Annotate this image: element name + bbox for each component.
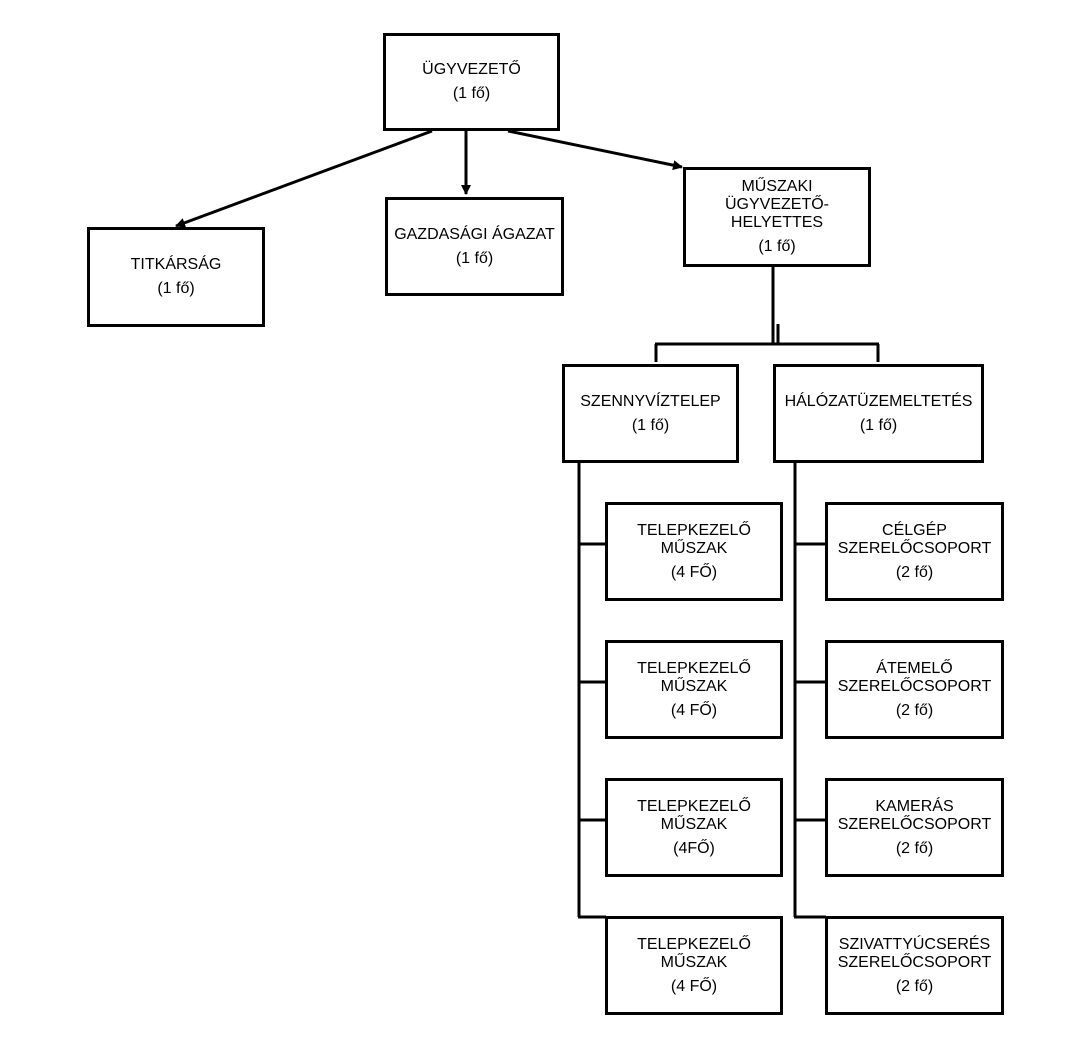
node-label-line: KAMERÁS <box>875 797 954 815</box>
node-szennyviztelep: SZENNYVÍZTELEP (1 fő) <box>562 364 739 463</box>
node-headcount: (2 fő) <box>895 563 934 581</box>
node-headcount: (1 fő) <box>758 238 796 255</box>
node-label-line: TITKÁRSÁG <box>130 256 222 273</box>
node-gazdasagi-agazat: GAZDASÁGI ÁGAZAT (1 fő) <box>385 197 564 296</box>
node-label-line: ÜGYVEZETŐ- <box>724 196 829 213</box>
node-label-line: SZERELŐCSOPORT <box>837 539 992 557</box>
node-label-line: GAZDASÁGI ÁGAZAT <box>394 225 555 243</box>
node-label-line: TELEPKEZELŐ <box>637 797 751 815</box>
node-headcount: (4 FŐ) <box>670 701 718 719</box>
node-label-line: ÜGYVEZETŐ <box>422 61 521 78</box>
arrow-to-titkarsag <box>175 129 433 228</box>
node-label-line: MŰSZAKI <box>741 178 813 195</box>
node-label-line: SZERELŐCSOPORT <box>837 815 992 833</box>
node-titkarsag: TITKÁRSÁG (1 fő) <box>87 227 265 327</box>
node-headcount: (1 fő) <box>859 416 898 434</box>
node-ugyvezeto: ÜGYVEZETŐ (1 fő) <box>383 33 560 131</box>
node-label-line: TELEPKEZELŐ <box>637 935 751 953</box>
node-headcount: (1 fő) <box>157 280 195 297</box>
node-headcount: (4 FŐ) <box>670 563 718 581</box>
node-halozatuzemeltetes: HÁLÓZATÜZEMELTETÉS (1 fő) <box>773 364 984 463</box>
node-label-line: SZIVATTYÚCSERÉS <box>838 935 991 953</box>
node-headcount: (1 fő) <box>452 85 491 102</box>
node-headcount: (2 fő) <box>895 977 934 995</box>
node-headcount: (4FŐ) <box>673 839 715 857</box>
node-label-line: MŰSZAK <box>660 677 728 695</box>
node-headcount: (1 fő) <box>455 249 494 267</box>
node-label-line: HELYETTES <box>730 214 824 231</box>
node-label-line: HÁLÓZATÜZEMELTETÉS <box>784 392 973 410</box>
node-label-line: CÉLGÉP <box>882 521 947 539</box>
node-headcount: (2 fő) <box>895 839 934 857</box>
node-label-line: SZERELŐCSOPORT <box>837 677 992 695</box>
node-label-line: MŰSZAK <box>660 539 728 557</box>
node-label-line: ÁTEMELŐ <box>876 659 953 677</box>
node-headcount: (2 fő) <box>895 701 934 719</box>
node-headcount: (4 FŐ) <box>670 977 718 995</box>
node-label-line: TELEPKEZELŐ <box>637 521 751 539</box>
node-label-line: MŰSZAK <box>660 953 728 971</box>
arrow-to-muszaki <box>507 129 683 171</box>
node-label-line: SZERELŐCSOPORT <box>837 953 992 971</box>
node-label-line: MŰSZAK <box>660 815 728 833</box>
node-label-line: SZENNYVÍZTELEP <box>580 392 721 410</box>
node-label-line: TELEPKEZELŐ <box>637 659 751 677</box>
node-headcount: (1 fő) <box>631 416 670 434</box>
